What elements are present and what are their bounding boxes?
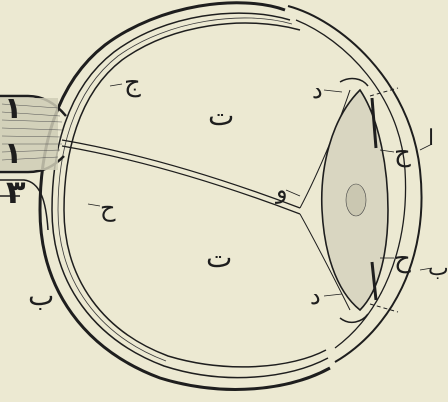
- label-waw-center: و: [276, 178, 288, 202]
- label-ha-lower-wall: ح: [100, 196, 116, 220]
- label-ba-lower-left: ب: [28, 282, 54, 310]
- label-jim-upper-wall: ج: [124, 70, 141, 96]
- label-ha-upper-lens: ح: [394, 140, 411, 166]
- label-ba-cornea-lower: ب: [428, 258, 448, 280]
- label-dal-upper-ciliary: د: [312, 78, 323, 102]
- label-numeral-3: ٣: [6, 176, 26, 208]
- ciliary-upper: [340, 79, 368, 86]
- label-numeral-1-lower: ١: [4, 139, 22, 169]
- label-alif-cornea: ا: [428, 128, 434, 150]
- sclera-inner-wall: [58, 18, 292, 361]
- label-dal-lower-ciliary: د: [310, 284, 321, 308]
- label-numeral-1-upper: ١: [4, 94, 22, 124]
- label-ha-lower-lens: ح: [394, 246, 411, 272]
- label-ta-upper-interior: ت: [208, 102, 234, 130]
- lens-nucleus: [346, 184, 366, 216]
- label-ta-lower-interior: ت: [206, 244, 232, 272]
- hyaloid-canal-lower: [62, 146, 300, 214]
